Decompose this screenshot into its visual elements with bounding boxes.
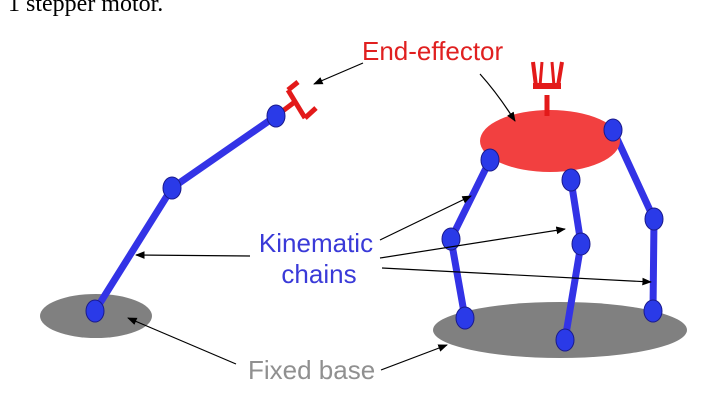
arrow-kinematic-serial [135,251,251,259]
end-effector-label: End-effector [362,36,504,66]
arrow-kinematic-leg1 [379,195,472,241]
arrow-kinematic-leg3 [381,267,652,286]
joint [555,328,575,352]
joint [571,232,591,256]
parallel-end-effector-platform [480,110,620,172]
arrow-base-serial [127,317,237,365]
joint [603,118,623,142]
annotation-arrows [127,62,652,371]
parallel-fixed-base [433,302,687,358]
joint [85,299,105,323]
joints [85,104,664,352]
kinematic-chains-label-line2: chains [281,259,356,289]
joint [480,148,500,172]
joint [644,207,664,231]
arrow-end-effector-parallel [479,73,516,122]
joint [455,306,475,330]
arrow-kinematic-leg2 [379,226,566,259]
parallel-end-effector-tool [531,61,564,116]
joint [441,227,461,251]
joint [162,176,182,200]
joint [266,104,286,128]
fixed-base-label: Fixed base [248,355,375,385]
joint [561,168,581,192]
arrow-end-effector-serial [313,62,364,85]
joint [643,299,663,323]
serial-kinematic-chain [91,112,280,315]
kinematic-chains-label-line1: Kinematic [259,228,373,258]
top-caption: 1 stepper motor. [8,0,164,17]
arrow-base-parallel [380,344,448,371]
